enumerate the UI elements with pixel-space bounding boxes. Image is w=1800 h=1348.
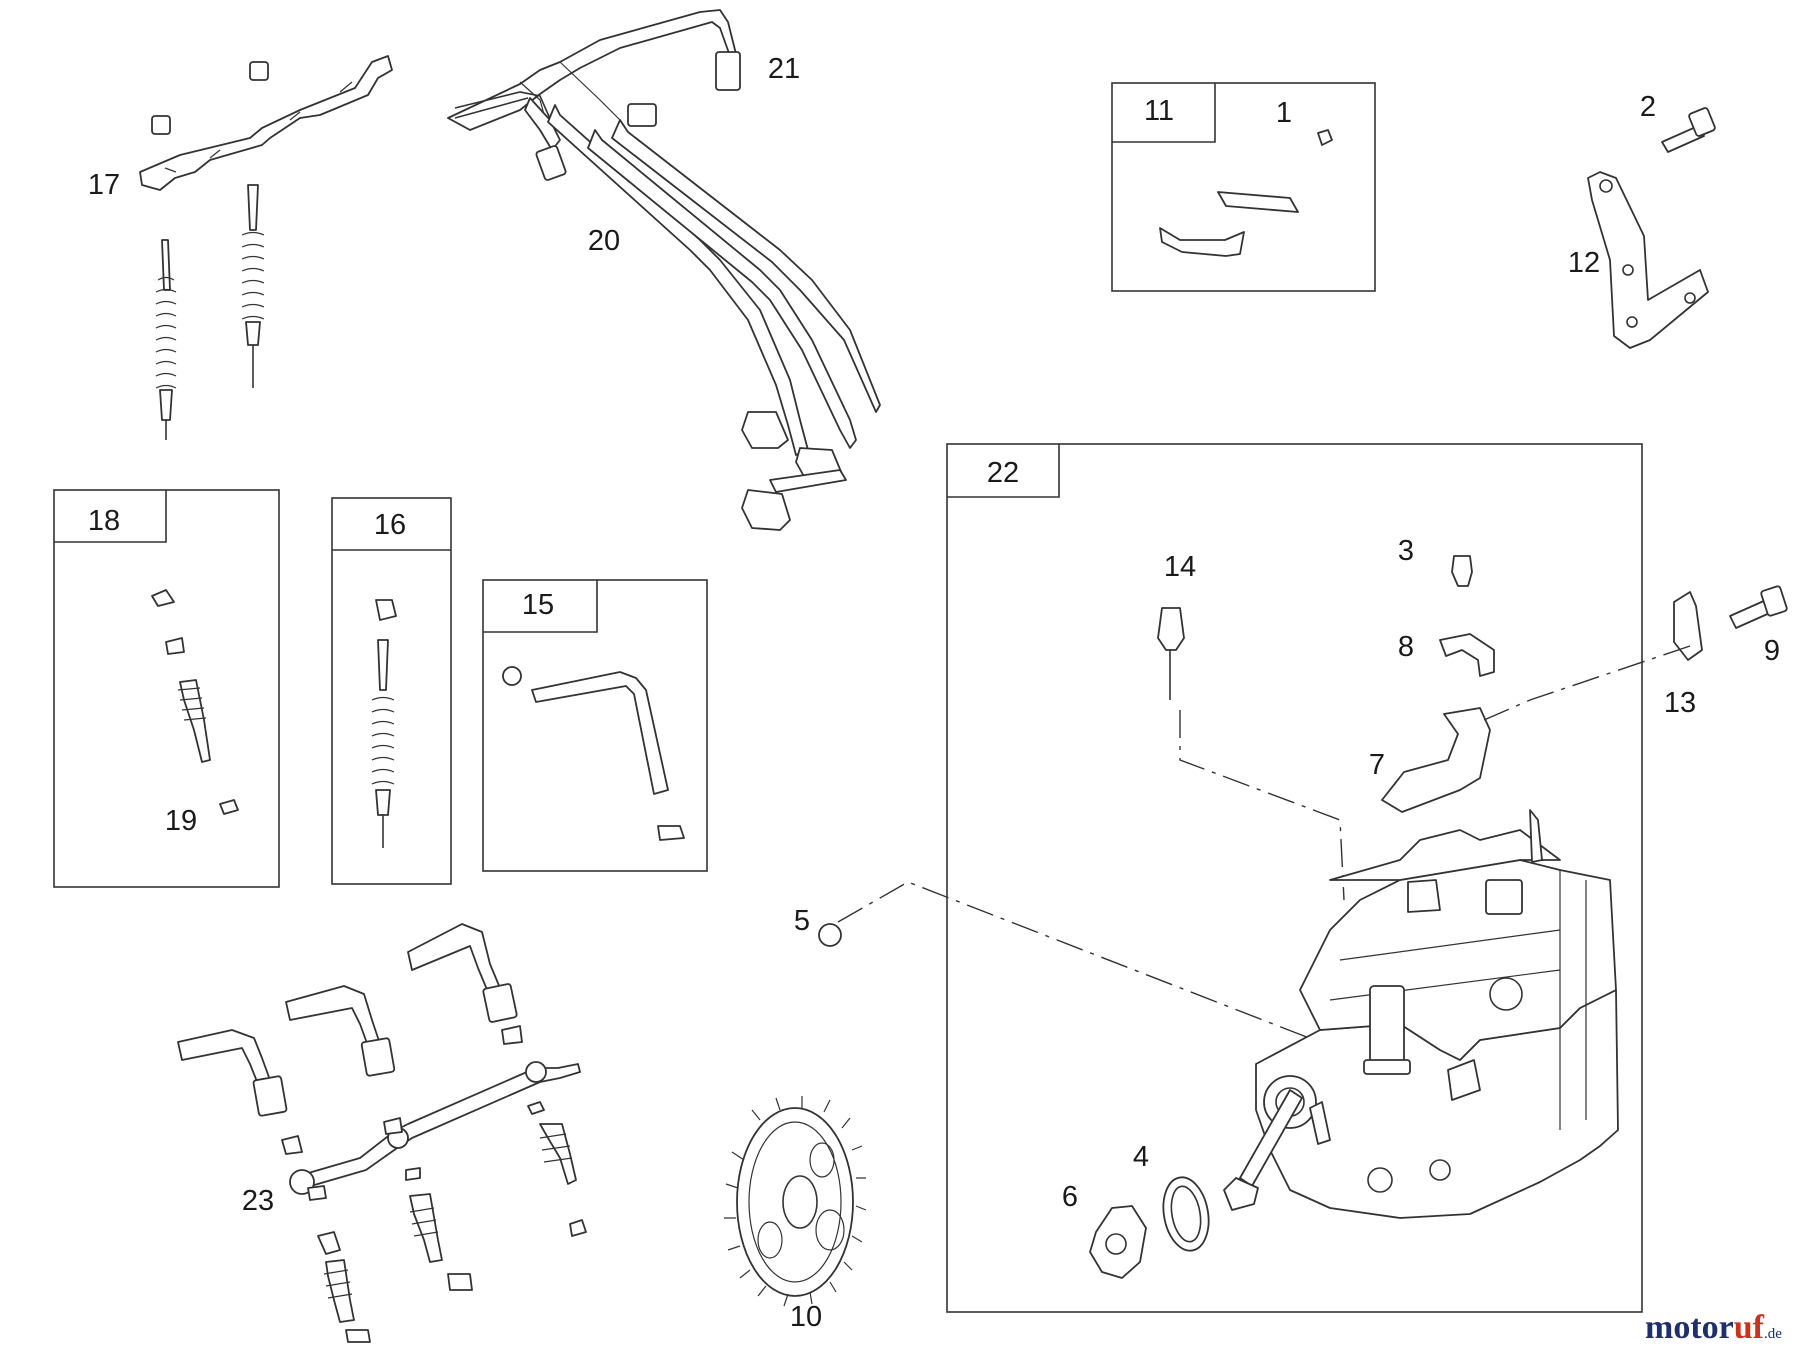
callout-11: 11	[1144, 95, 1174, 127]
callout-19: 19	[165, 805, 197, 837]
box-16-kit	[331, 497, 452, 885]
part-13-bracket[interactable]	[1673, 591, 1703, 661]
callout-1: 1	[1276, 97, 1292, 129]
callout-21: 21	[768, 53, 800, 85]
part-7-lever[interactable]	[1381, 707, 1491, 813]
callout-13: 13	[1664, 687, 1696, 719]
callout-22: 22	[987, 457, 1019, 489]
injection-pump-body[interactable]	[1223, 809, 1619, 1219]
box-11-kit	[1111, 82, 1376, 292]
part-6-nut[interactable]	[1089, 1205, 1147, 1279]
watermark-logo: motoruf.de	[1645, 1309, 1782, 1346]
callout-3: 3	[1398, 535, 1414, 567]
part-10-gear[interactable]	[724, 1096, 867, 1307]
part-15-return-hose[interactable]	[502, 666, 685, 841]
part-3-valve[interactable]	[1451, 555, 1473, 587]
callout-8: 8	[1398, 631, 1414, 663]
callout-2: 2	[1640, 91, 1656, 123]
callout-14: 14	[1164, 551, 1196, 583]
part-1-clips[interactable]	[1159, 129, 1333, 257]
box-15-kit	[482, 579, 708, 872]
callout-7: 7	[1369, 749, 1385, 781]
callout-23: 23	[242, 1185, 274, 1217]
callout-6: 6	[1062, 1181, 1078, 1213]
part-8-clip[interactable]	[1439, 633, 1495, 677]
part-5-plug[interactable]	[818, 923, 842, 947]
svg-text:motoruf.de: motoruf.de	[1645, 1309, 1782, 1346]
callout-16: 16	[374, 509, 406, 541]
callout-4: 4	[1133, 1141, 1149, 1173]
part-20-21-injection-pipes[interactable]	[447, 9, 881, 531]
callout-12: 12	[1568, 247, 1600, 279]
callout-5: 5	[794, 905, 810, 937]
part-19-injector-nozzle[interactable]	[151, 589, 239, 815]
box-22-pump-assembly	[946, 443, 1643, 1313]
part-4-o-ring[interactable]	[1158, 1174, 1214, 1255]
callout-9: 9	[1764, 635, 1780, 667]
part-9-bolt[interactable]	[1729, 585, 1788, 629]
part-17-gasket-glow-plugs[interactable]	[139, 55, 393, 440]
callout-17: 17	[88, 169, 120, 201]
part-23-leak-off-lines-injectors[interactable]	[177, 923, 587, 1343]
part-16-glow-plug[interactable]	[371, 599, 397, 848]
box-18-kit	[53, 489, 280, 888]
callout-18: 18	[88, 505, 120, 537]
callout-20: 20	[588, 225, 620, 257]
callout-15: 15	[522, 589, 554, 621]
callout-10: 10	[790, 1301, 822, 1333]
part-14-sensor[interactable]	[1157, 607, 1185, 700]
part-2-bolt[interactable]	[1661, 107, 1716, 153]
part-12-bracket[interactable]	[1587, 171, 1709, 349]
